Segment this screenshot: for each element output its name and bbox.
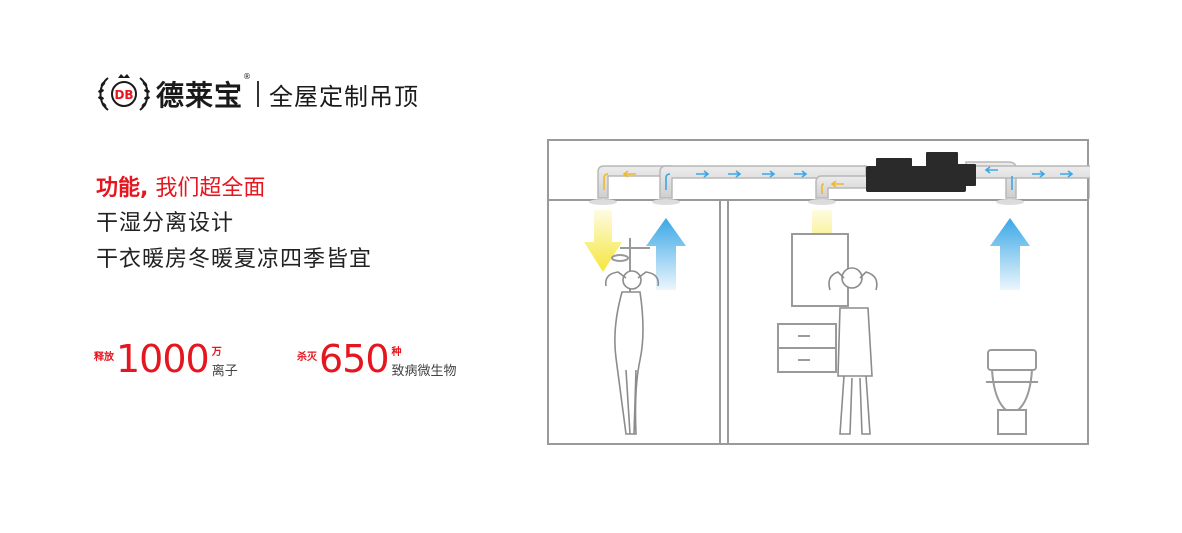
- brand-name-text: 德莱宝: [156, 79, 244, 112]
- toilet-fixture: [986, 349, 1038, 435]
- svg-text:DB: DB: [114, 88, 133, 102]
- stat-microbes-prefix: 杀灭: [297, 352, 317, 363]
- headline-rest: 我们超全面: [148, 176, 266, 201]
- room-outline: [547, 139, 1089, 445]
- feature-line-2: 干衣暖房冬暖夏凉四季皆宜: [96, 247, 373, 272]
- air-duct-system: [597, 161, 1090, 199]
- brand-logo: DB 德莱宝 ® 全屋定制吊顶: [94, 72, 419, 116]
- fresh-air-up-arrow-icon: [646, 218, 1030, 290]
- stat-microbes-value: 650: [319, 337, 390, 381]
- stat-microbes-unit: 种: [391, 347, 402, 358]
- feature-line-1: 干湿分离设计: [96, 211, 235, 236]
- stat-microbes: 杀灭 650 种 致病微生物: [297, 340, 457, 379]
- bathroom-airflow-illustration: [547, 139, 1090, 445]
- stat-ions: 释放 1000 万 离子: [94, 340, 238, 379]
- headline-strong: 功能,: [96, 176, 149, 201]
- woman-in-towel-figure: [828, 267, 878, 435]
- stat-ions-prefix: 释放: [94, 352, 114, 363]
- ventilation-unit: [866, 152, 976, 192]
- logo-divider: [257, 81, 260, 107]
- stat-ions-unit: 万: [211, 347, 222, 358]
- registered-mark: ®: [243, 72, 253, 81]
- ceiling-vents: [589, 199, 1024, 205]
- brand-name: 德莱宝 ®: [156, 72, 251, 114]
- duct-flow-arrows: [603, 166, 1074, 194]
- stat-ions-value: 1000: [116, 337, 210, 381]
- stat-ions-desc: 离子: [211, 364, 238, 379]
- woman-showering-figure: [604, 270, 660, 435]
- vanity-cabinet: [777, 323, 837, 373]
- mirror: [791, 233, 849, 307]
- stat-microbes-desc: 致病微生物: [391, 364, 457, 379]
- feature-headline: 功能, 我们超全面: [96, 170, 265, 202]
- brand-tagline: 全屋定制吊顶: [269, 82, 420, 111]
- laurel-wreath-emblem-icon: DB: [98, 74, 150, 111]
